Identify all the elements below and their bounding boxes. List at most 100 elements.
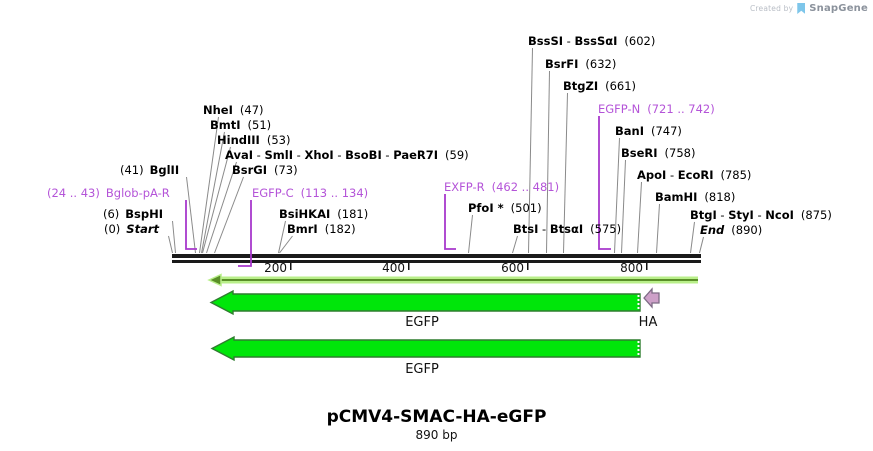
site-label-hindiii[interactable]: HindIII(53) — [217, 133, 290, 147]
primer-label-bglob-pa-r[interactable]: (24 .. 43)Bglob-pA-R — [47, 186, 170, 200]
leader-line-btgzi — [563, 92, 568, 254]
site-position: (6) — [103, 207, 120, 221]
site-label-bseri[interactable]: BseRI(758) — [621, 146, 695, 160]
site-name: AvaI — [225, 148, 254, 162]
primer-label-exfp-r[interactable]: EXFP-R(462 .. 481) — [444, 180, 559, 194]
feature-arrow-egfp-2[interactable] — [210, 335, 641, 362]
site-position: (890) — [731, 223, 763, 237]
site-label-bmti[interactable]: BmtI(51) — [210, 118, 271, 132]
leader-line-btgi-styi-ncoi — [690, 221, 695, 254]
site-name-separator: - — [538, 222, 550, 236]
site-position: (632) — [585, 57, 617, 71]
site-name-separator: - — [333, 148, 346, 162]
ruler-label-800: 800 — [620, 261, 643, 275]
site-name-separator: - — [753, 208, 766, 222]
primer-annealing-mark-egfp-c[interactable] — [238, 200, 252, 267]
site-label-nhei[interactable]: NheI(47) — [203, 103, 264, 117]
primer-annealing-mark-bglob-pa-r[interactable] — [185, 200, 197, 250]
site-name: End — [700, 223, 725, 237]
site-name: BtsI — [513, 222, 539, 236]
site-name: BmtI — [210, 118, 241, 132]
leader-line-btsi-btsai — [512, 235, 518, 254]
plasmid-title: pCMV4-SMAC-HA-eGFP — [326, 407, 547, 427]
site-position: (182) — [324, 222, 356, 236]
primer-range: (24 .. 43) — [47, 186, 100, 200]
plasmid-length: 890 bp — [415, 428, 458, 442]
site-name-separator: - — [666, 168, 678, 182]
site-position: (758) — [664, 146, 696, 160]
primer-annealing-mark-egfp-n[interactable] — [598, 116, 611, 250]
primer-range: (113 .. 134) — [300, 186, 369, 200]
terminus-label-end[interactable]: End (890) — [700, 223, 762, 237]
site-position: (73) — [274, 163, 298, 177]
watermark: Created by SnapGene — [750, 3, 868, 14]
leader-line-bamhi — [656, 203, 660, 254]
site-name: BsrGI — [232, 163, 267, 177]
site-position: (747) — [651, 124, 682, 138]
site-name-separator: - — [716, 208, 729, 222]
feature-arrow-ha[interactable] — [643, 287, 660, 309]
site-label-bglii[interactable]: (41)BglII — [120, 163, 179, 177]
site-name: BglII — [149, 163, 180, 177]
site-label-btgi-styi-ncoi[interactable]: BtgI - StyI - NcoI(875) — [690, 208, 832, 222]
site-label-bsrgi[interactable]: BsrGI (73) — [232, 163, 298, 177]
primer-label-egfp-n[interactable]: EGFP-N(721 .. 742) — [598, 102, 715, 116]
leader-line-start — [168, 235, 173, 254]
site-position: (59) — [445, 148, 469, 162]
watermark-created-by-text: Created by — [750, 4, 794, 13]
site-name: StyI — [728, 208, 754, 222]
site-label-bsssi-bsssai[interactable]: BssSI - BssSαI(602) — [528, 34, 655, 48]
terminus-label-start[interactable]: (0) Start — [104, 222, 159, 236]
leader-line-bsrfi — [546, 70, 550, 254]
title-block: pCMV4-SMAC-HA-eGFP 890 bp — [0, 408, 873, 443]
feature-label-egfp-2[interactable]: EGFP — [405, 362, 439, 377]
leader-line-bglii — [186, 176, 196, 254]
site-position: (501) — [510, 201, 542, 215]
site-name: BspHI — [125, 207, 164, 221]
watermark-brand-text: SnapGene — [809, 3, 868, 14]
site-label-pfoi[interactable]: PfoI *(501) — [468, 201, 542, 215]
site-name: BtgI — [690, 208, 717, 222]
site-label-bsihkai[interactable]: BsiHKAI(181) — [279, 207, 368, 221]
site-label-bsrfi[interactable]: BsrFI(632) — [545, 57, 616, 71]
site-label-apoi-ecori[interactable]: ApoI - EcoRI(785) — [637, 168, 751, 182]
site-name-separator: - — [381, 148, 394, 162]
leader-line-bani — [614, 137, 620, 254]
site-name: BsoBI — [345, 148, 382, 162]
site-name: XhoI — [304, 148, 334, 162]
feature-label-ha[interactable]: HA — [638, 315, 658, 330]
primer-label-egfp-c[interactable]: EGFP-C (113 .. 134) — [252, 186, 368, 200]
site-name: SmlI — [264, 148, 294, 162]
site-label-btsi-btsai[interactable]: BtsI - BtsαI(575) — [513, 222, 621, 236]
site-position: (661) — [605, 79, 637, 93]
site-name-separator: - — [563, 34, 575, 48]
site-label-bamhi[interactable]: BamHI(818) — [655, 190, 735, 204]
site-name-separator: - — [293, 148, 305, 162]
primer-annealing-mark-exfp-r[interactable] — [444, 194, 456, 250]
site-name: EcoRI — [677, 168, 714, 182]
sequence-backbone-bottom — [172, 260, 701, 263]
leader-line-bmri — [279, 235, 293, 254]
primer-name: EGFP-C — [252, 186, 294, 200]
feature-label-egfp-1[interactable]: EGFP — [405, 315, 439, 330]
site-name: HindIII — [217, 133, 260, 147]
site-label-btgzi[interactable]: BtgZI(661) — [563, 79, 636, 93]
site-position: (181) — [337, 207, 369, 221]
orf-arrowhead — [207, 273, 222, 287]
feature-arrow-egfp-1[interactable] — [209, 289, 641, 316]
site-position: (0) — [104, 222, 121, 236]
leader-line-hindiii — [202, 146, 231, 254]
site-label-avai-smli-xhoi-bsobi-paer7i[interactable]: AvaI - SmlI - XhoI - BsoBI - PaeR7I(59) — [225, 148, 469, 162]
leader-line-avai-smli-xhoi-bsobi-paer7i — [206, 161, 237, 254]
site-label-bmri[interactable]: BmrI(182) — [287, 222, 356, 236]
site-position: (47) — [239, 103, 264, 117]
site-name: NcoI — [765, 208, 794, 222]
leader-line-end — [699, 236, 704, 254]
site-name: Start — [126, 222, 160, 236]
site-label-bsphi[interactable]: (6) BspHI — [103, 207, 163, 221]
site-position: (818) — [704, 190, 736, 204]
site-label-bani[interactable]: BanI(747) — [615, 124, 682, 138]
leader-line-pfoi — [468, 214, 473, 254]
